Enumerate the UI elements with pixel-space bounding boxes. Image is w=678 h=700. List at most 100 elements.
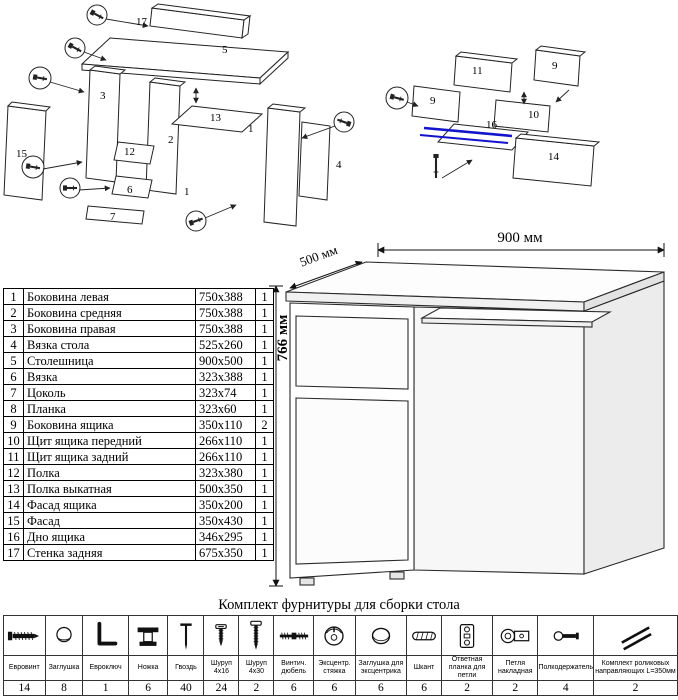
desk-right-side bbox=[583, 280, 665, 575]
panel-drawer-side-right bbox=[533, 45, 587, 87]
part-name: Боковина левая bbox=[23, 288, 196, 305]
part-label: 17 bbox=[136, 16, 148, 28]
desk-foot bbox=[299, 577, 315, 586]
part-qty: 1 bbox=[255, 320, 274, 337]
panel-drawer-front-shield bbox=[493, 99, 551, 133]
part-name: Боковина ящика bbox=[23, 416, 196, 433]
desk-door-front[interactable] bbox=[295, 397, 409, 565]
desk-body bbox=[285, 261, 665, 586]
part-size: 750x388 bbox=[195, 304, 256, 321]
part-label: 2 bbox=[168, 134, 174, 146]
exploded-view-main: 17 5 3 13 2 12 6 7 15 1 4 1 bbox=[3, 3, 355, 232]
hardware-kit-title: Комплект фурнитуры для сборки стола bbox=[218, 597, 460, 613]
hardware-qty: 6 bbox=[313, 680, 356, 697]
shelf-pin-icon bbox=[539, 619, 593, 653]
hardware-qty: 14 bbox=[3, 680, 46, 697]
part-label: 6 bbox=[127, 184, 133, 196]
part-number: 15 bbox=[3, 512, 24, 529]
desk-foot bbox=[389, 571, 405, 580]
hardware-icon-cell bbox=[593, 615, 678, 656]
hinge-plate-icon bbox=[443, 619, 492, 653]
part-name: Боковина правая bbox=[23, 320, 196, 337]
part-qty: 1 bbox=[255, 528, 274, 545]
screw-4x30-icon bbox=[240, 619, 273, 653]
nail-icon bbox=[169, 619, 203, 653]
part-number: 7 bbox=[3, 384, 24, 401]
hardware-qty: 2 bbox=[238, 680, 275, 697]
hardware-name: Шуруп 4x30 bbox=[238, 654, 275, 682]
panel-desktop bbox=[80, 37, 290, 86]
screw-4x16-icon bbox=[205, 619, 238, 653]
desk-keyboard-tray bbox=[419, 307, 613, 328]
dimension-lines bbox=[269, 243, 665, 587]
part-size: 323x74 bbox=[195, 384, 256, 401]
dimension-depth-label: 500 мм bbox=[297, 242, 339, 270]
part-qty: 1 bbox=[255, 336, 274, 353]
leader-arrows bbox=[406, 89, 570, 179]
wood-dowel-icon bbox=[408, 619, 441, 653]
roller-rails bbox=[419, 126, 513, 144]
exploded-view-drawer: 11 9 9 10 16 14 bbox=[385, 45, 601, 187]
hardware-icon-cell bbox=[82, 615, 129, 656]
panel-brace bbox=[111, 175, 153, 199]
part-qty: 1 bbox=[255, 544, 274, 561]
desk-illustration: 900 мм 500 мм 766 мм bbox=[269, 230, 665, 587]
part-label: 3 bbox=[100, 90, 106, 102]
hardware-icon-cell bbox=[441, 615, 494, 656]
part-name: Щит ящика передний bbox=[23, 432, 196, 449]
hardware-icon-cell bbox=[537, 615, 595, 656]
hardware-qty: 8 bbox=[44, 680, 84, 697]
euroscrew-icon bbox=[4, 619, 44, 653]
screw-callouts bbox=[385, 86, 439, 178]
desk-top bbox=[285, 261, 665, 312]
hardware-icon-cell bbox=[127, 615, 169, 656]
part-name: Цоколь bbox=[23, 384, 196, 401]
part-qty: 1 bbox=[255, 368, 274, 385]
part-qty: 1 bbox=[255, 400, 274, 417]
hardware-qty: 6 bbox=[127, 680, 169, 697]
hardware-icon-cell bbox=[44, 615, 84, 656]
part-size: 675x350 bbox=[195, 544, 256, 561]
panel-side-right bbox=[85, 65, 127, 183]
desk-drawer-front[interactable] bbox=[295, 315, 409, 390]
hardware-qty: 2 bbox=[492, 680, 539, 697]
part-qty: 1 bbox=[255, 480, 274, 497]
part-label: 9 bbox=[552, 60, 558, 72]
plug-cap-icon bbox=[46, 619, 82, 653]
screw-vertical bbox=[433, 154, 439, 178]
hardware-name: Ответная планка для петли bbox=[441, 654, 494, 682]
part-size: 266x110 bbox=[195, 448, 256, 465]
part-name: Вязка bbox=[23, 368, 196, 385]
part-name: Стенка задняя bbox=[23, 544, 196, 561]
hardware-icon-cell bbox=[273, 615, 315, 656]
part-qty: 1 bbox=[255, 432, 274, 449]
part-name: Полка bbox=[23, 464, 196, 481]
part-number: 1 bbox=[3, 288, 24, 305]
part-qty: 1 bbox=[255, 352, 274, 369]
part-label: 7 bbox=[110, 211, 116, 223]
hardware-name: Евровинт bbox=[3, 654, 46, 682]
hardware-name: Заглушка bbox=[44, 654, 84, 682]
part-qty: 1 bbox=[255, 288, 274, 305]
part-label: 10 bbox=[528, 109, 540, 121]
hardware-name: Заглушка для эксцентрика bbox=[354, 654, 408, 682]
part-qty: 1 bbox=[255, 304, 274, 321]
part-size: 323x388 bbox=[195, 368, 256, 385]
part-name: Полка выкатная bbox=[23, 480, 196, 497]
part-number: 17 bbox=[3, 544, 24, 561]
part-name: Фасад bbox=[23, 512, 196, 529]
hardware-name: Шуруп 4x16 bbox=[203, 654, 240, 682]
roller-guides-icon bbox=[595, 619, 677, 653]
hardware-name: Комплект роликовых направляющих L=350мм bbox=[593, 654, 678, 682]
part-number: 12 bbox=[3, 464, 24, 481]
part-name: Планка bbox=[23, 400, 196, 417]
hardware-name: Шкант bbox=[406, 654, 443, 682]
